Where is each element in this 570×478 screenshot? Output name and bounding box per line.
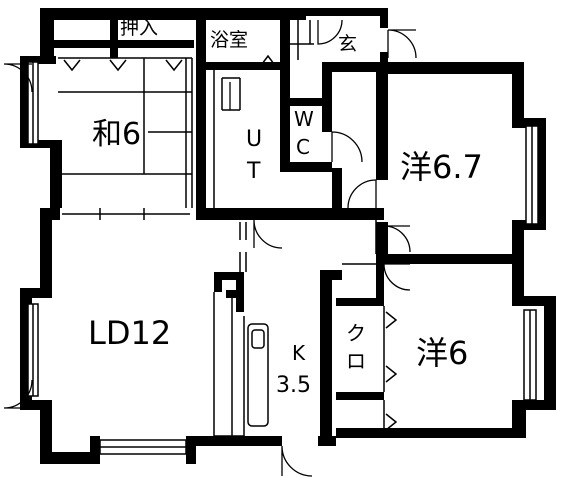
walls [20,8,556,464]
label-utility-u: U [246,127,262,152]
room-labels: 押入 浴室 玄 和6 U T W C 洋6.7 LD12 K 3.5 ク ロ 洋… [88,17,483,398]
label-ld: LD12 [88,314,171,352]
label-western-small: 洋6 [416,334,468,372]
label-bath: 浴室 [210,29,248,51]
label-utility-t: T [246,159,261,184]
label-kitchen-size: 3.5 [276,373,311,398]
label-oshiire: 押入 [120,17,158,39]
label-kitchen-k: K [292,341,306,365]
door-swings [3,19,417,477]
label-closet-ro: ロ [346,349,366,373]
label-entrance: 玄 [338,33,357,55]
label-closet-ku: ク [346,321,366,345]
windows [27,61,539,455]
label-wc-w: W [294,107,314,131]
label-wc-c: C [296,135,310,159]
label-washitsu: 和6 [92,117,141,152]
interior-lines [58,20,398,437]
label-western-large: 洋6.7 [400,148,483,186]
